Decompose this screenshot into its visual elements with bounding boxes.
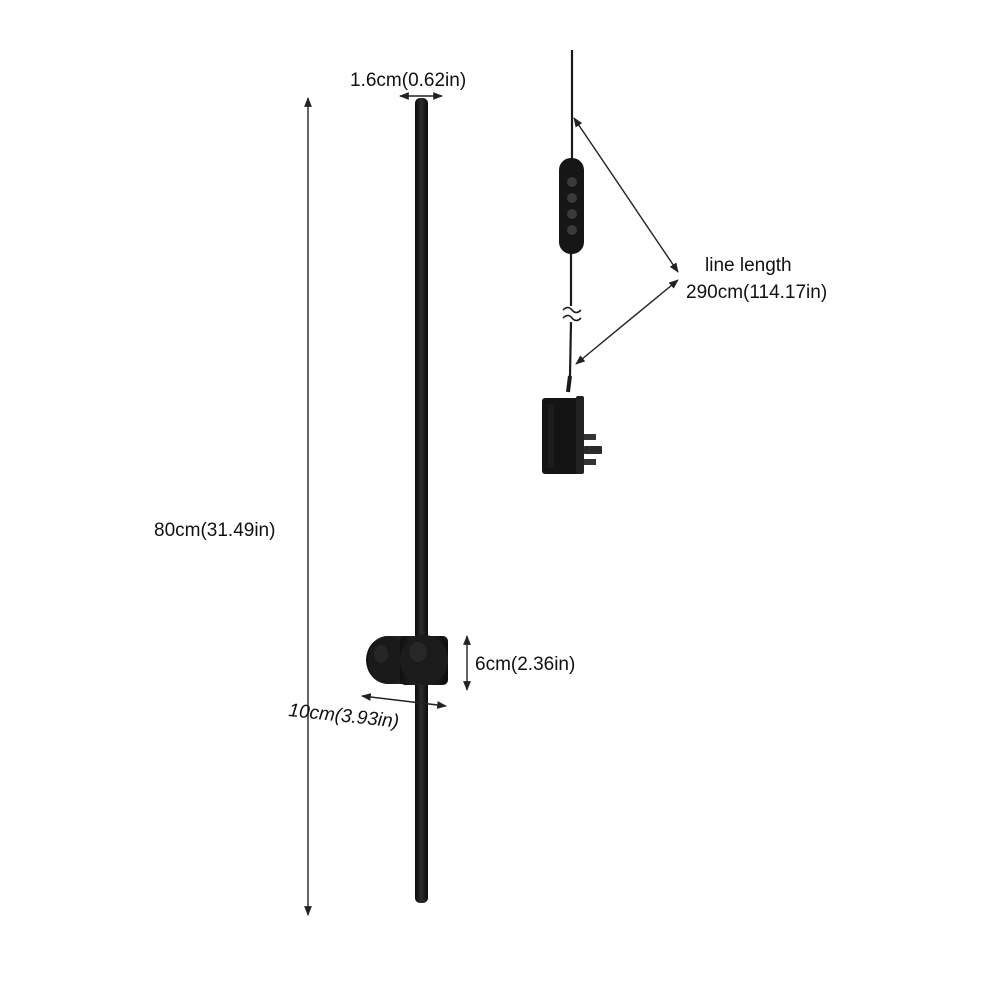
base-depth-label: 10cm(3.93in) (287, 700, 399, 732)
dimmer-button-3 (567, 209, 577, 219)
cable-length-title: line length (705, 255, 792, 276)
cable-length-dimension: line length 290cm(114.17in) (573, 117, 827, 365)
wall-mount-cylinder (366, 635, 448, 685)
tube-width-dimension: 1.6cm(0.62in) (350, 70, 466, 100)
tube-width-label: 1.6cm(0.62in) (350, 70, 466, 91)
dimmer-button-4 (567, 225, 577, 235)
power-cable (562, 50, 582, 393)
dimmer-button-2 (567, 193, 577, 203)
total-height-label: 80cm(31.49in) (154, 520, 275, 541)
total-height-dimension: 80cm(31.49in) (154, 97, 312, 916)
light-bar (415, 98, 428, 903)
base-height-label: 6cm(2.36in) (475, 654, 575, 675)
cable-length-value: 290cm(114.17in) (686, 282, 827, 303)
dimmer-switch (559, 158, 584, 254)
dimmer-button-1 (567, 177, 577, 187)
plug-adapter (542, 396, 602, 474)
base-height-dimension: 6cm(2.36in) (463, 635, 575, 691)
